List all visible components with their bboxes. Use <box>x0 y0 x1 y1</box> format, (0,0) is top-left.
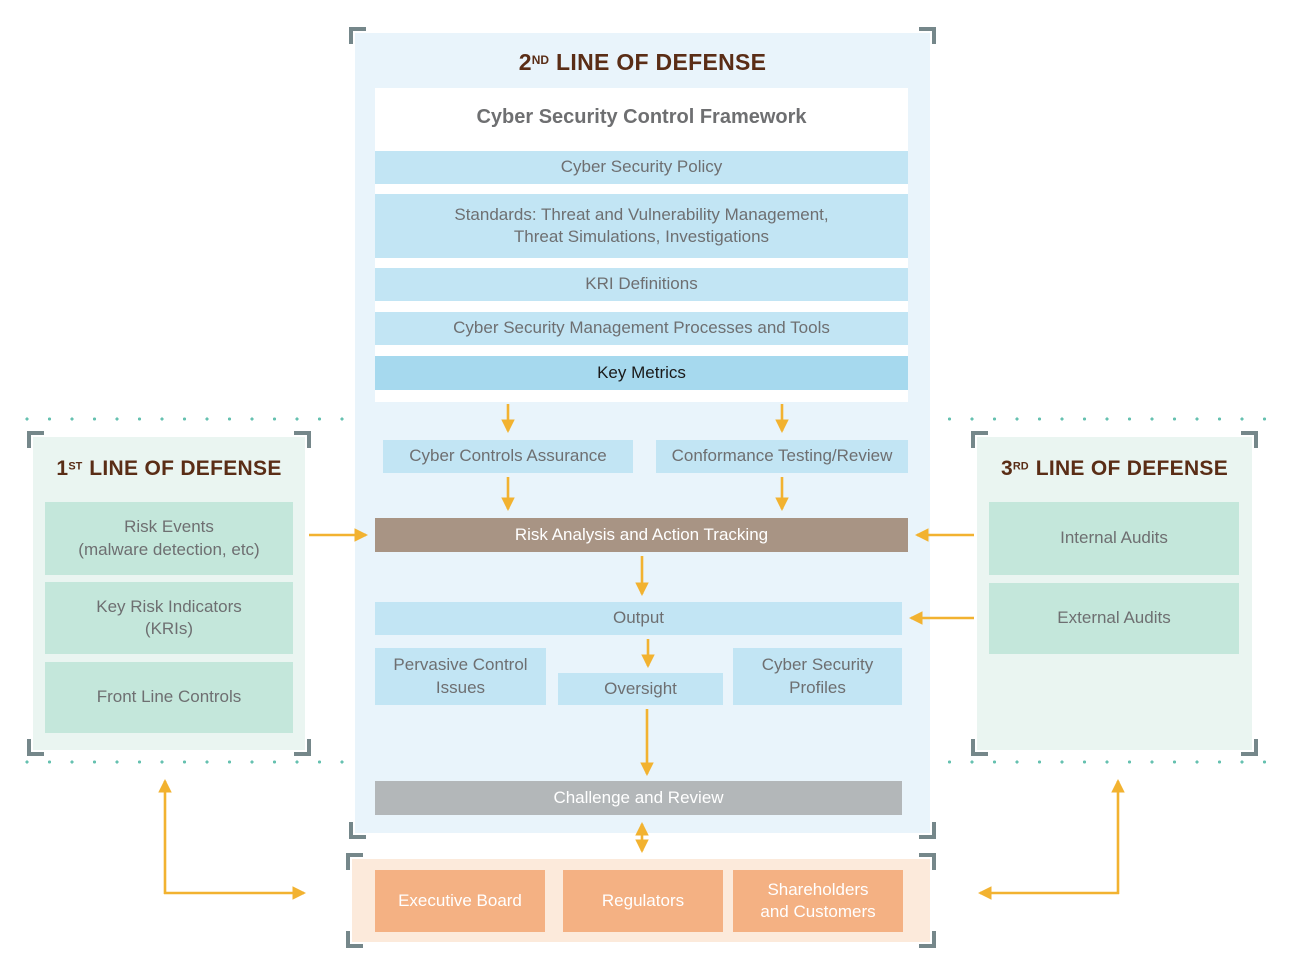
third-line-panel: 3RD LINE OF DEFENSE Internal Audits Exter… <box>971 431 1258 756</box>
challenge-review-bar: Challenge and Review <box>375 781 902 815</box>
standards-bar: Standards: Threat and Vulnerability Mana… <box>375 194 908 258</box>
corner-bracket <box>919 853 936 870</box>
pervasive-issues-box: Pervasive Control Issues <box>375 648 546 705</box>
risk-analysis-bar: Risk Analysis and Action Tracking <box>375 518 908 552</box>
processes-bar: Cyber Security Management Processes and … <box>375 312 908 345</box>
corner-bracket <box>349 822 366 839</box>
framework-header: Cyber Security Control Framework <box>476 106 807 128</box>
executive-board-box: Executive Board <box>375 870 545 932</box>
corner-bracket <box>1241 739 1258 756</box>
corner-bracket <box>294 739 311 756</box>
first-line-panel: 1ST LINE OF DEFENSE Risk Events (malware … <box>27 431 311 756</box>
kri-definitions-bar: KRI Definitions <box>375 268 908 301</box>
corner-bracket <box>919 822 936 839</box>
output-bar: Output <box>375 602 902 635</box>
stakeholders-panel: Executive Board Regulators Shareholders … <box>346 853 936 948</box>
title-text: LINE OF DEFENSE <box>556 49 767 75</box>
policy-bar: Cyber Security Policy <box>375 151 908 184</box>
second-line-title: 2ND LINE OF DEFENSE <box>355 49 930 76</box>
title-number: 3 <box>1000 457 1013 480</box>
corner-bracket <box>1241 431 1258 448</box>
cyber-controls-assurance-box: Cyber Controls Assurance <box>383 440 633 473</box>
corner-bracket <box>971 739 988 756</box>
title-ordinal: RD <box>1012 460 1029 473</box>
title-text: LINE OF DEFENSE <box>89 457 282 480</box>
corner-bracket <box>346 931 363 948</box>
key-risk-indicators-box: Key Risk Indicators (KRIs) <box>45 582 293 654</box>
corner-bracket <box>346 853 363 870</box>
framework-card: Cyber Security Control Framework Cyber S… <box>375 88 908 402</box>
key-metrics-bar: Key Metrics <box>375 356 908 390</box>
corner-bracket <box>27 739 44 756</box>
external-audits-box: External Audits <box>989 583 1239 654</box>
corner-bracket <box>971 431 988 448</box>
risk-events-box: Risk Events (malware detection, etc) <box>45 502 293 575</box>
corner-bracket <box>919 27 936 44</box>
title-number: 2 <box>518 49 532 75</box>
shareholders-box: Shareholders and Customers <box>733 870 903 932</box>
corner-bracket <box>349 27 366 44</box>
third-line-title: 3RD LINE OF DEFENSE <box>977 457 1252 481</box>
title-number: 1 <box>56 457 69 480</box>
conformance-testing-box: Conformance Testing/Review <box>656 440 908 473</box>
front-line-controls-box: Front Line Controls <box>45 662 293 733</box>
internal-audits-box: Internal Audits <box>989 502 1239 575</box>
title-ordinal: ND <box>531 53 550 68</box>
security-profiles-box: Cyber Security Profiles <box>733 648 902 705</box>
title-ordinal: ST <box>68 460 83 473</box>
first-line-title: 1ST LINE OF DEFENSE <box>33 457 305 481</box>
oversight-box: Oversight <box>558 673 723 705</box>
corner-bracket <box>919 931 936 948</box>
corner-bracket <box>294 431 311 448</box>
title-text: LINE OF DEFENSE <box>1035 457 1229 480</box>
corner-bracket <box>27 431 44 448</box>
regulators-box: Regulators <box>563 870 723 932</box>
